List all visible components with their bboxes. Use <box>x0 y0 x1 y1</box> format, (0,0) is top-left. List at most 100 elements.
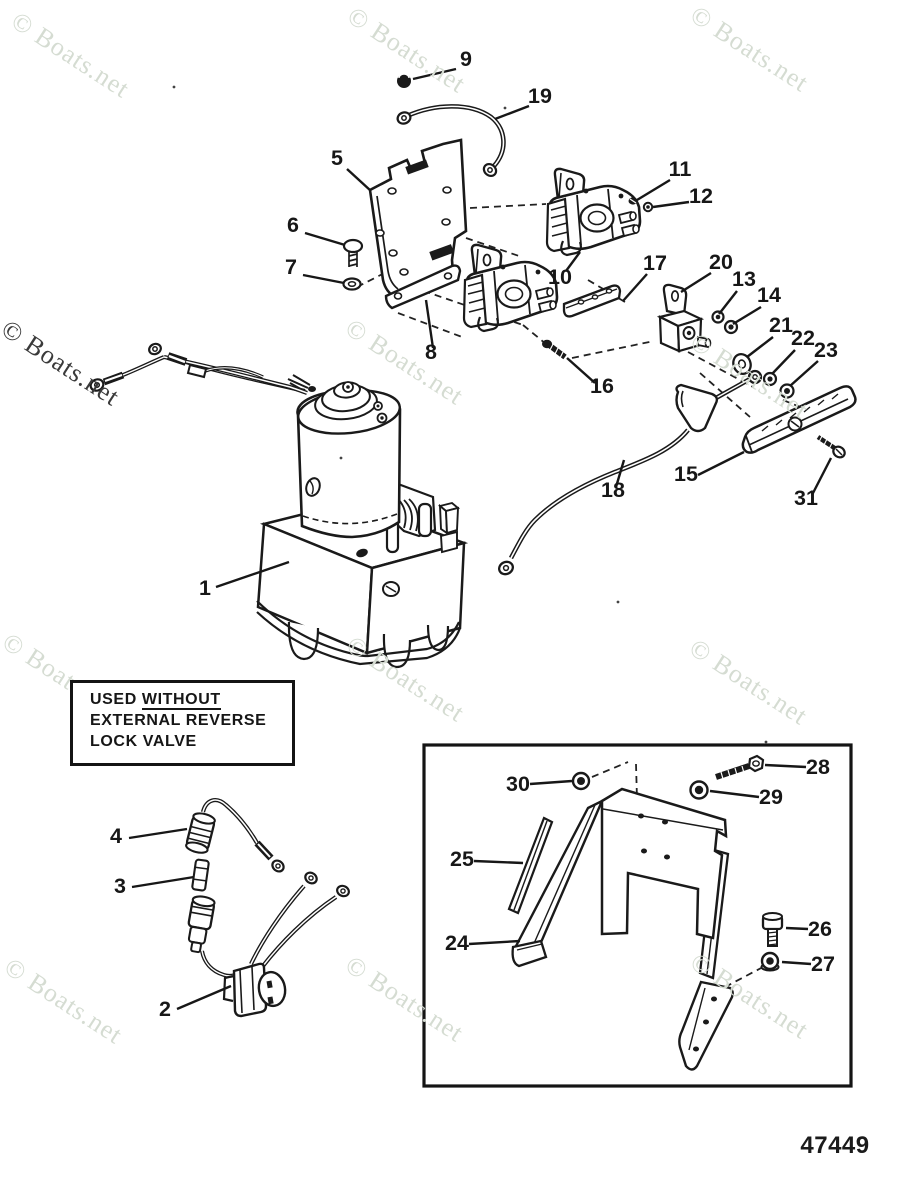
callout-number-30: 30 <box>506 772 530 796</box>
callout-number-1: 1 <box>199 576 211 600</box>
callout-number-8: 8 <box>425 340 437 364</box>
screw-part26 <box>761 912 784 947</box>
leader-line-31 <box>810 457 833 496</box>
sender-cable-part18 <box>498 369 763 576</box>
drawing-number: 47449 <box>800 1132 870 1159</box>
callout-number-6: 6 <box>287 213 299 237</box>
leader-line-9 <box>412 67 457 81</box>
leader-line-1 <box>215 560 290 589</box>
callout-number-13: 13 <box>732 267 756 291</box>
callout-number-7: 7 <box>285 255 297 279</box>
note-line-1: USED WITHOUT <box>90 689 292 710</box>
leader-line-25 <box>473 859 524 865</box>
switch-bracket-part20 <box>656 283 712 353</box>
leader-line-22 <box>771 349 796 375</box>
leader-line-24 <box>468 939 521 946</box>
strap-part17 <box>562 284 622 318</box>
note-word-without: WITHOUT <box>141 691 221 710</box>
bracket-part24 <box>511 787 734 1071</box>
leader-line-16 <box>566 357 596 384</box>
leader-line-18 <box>614 459 626 488</box>
nut-part9 <box>397 73 411 88</box>
mounting-plate-part5 <box>368 138 468 299</box>
callout-number-3: 3 <box>114 874 126 898</box>
leader-line-27 <box>781 960 812 966</box>
pump-assembly-part1 <box>256 374 469 669</box>
leader-line-5 <box>346 168 372 192</box>
leader-line-30 <box>529 779 573 786</box>
callout-number-15: 15 <box>674 462 698 486</box>
nut-part11 <box>628 197 638 205</box>
inset-box <box>422 743 853 1088</box>
solenoid-lower <box>462 243 559 333</box>
nut-part29 <box>689 780 709 800</box>
leader-line-10 <box>565 251 581 272</box>
leader-line-13 <box>718 290 738 315</box>
callout-number-23: 23 <box>814 338 838 362</box>
bolt-part16 <box>542 339 567 360</box>
fuse-holder-part4 <box>185 812 216 854</box>
callout-number-11: 11 <box>669 157 692 181</box>
callout-number-28: 28 <box>806 755 830 779</box>
leader-line-28 <box>764 763 807 769</box>
print-specks <box>172 85 768 744</box>
callout-number-21: 21 <box>769 313 793 337</box>
bolt-part31 <box>816 435 846 459</box>
leader-line-11 <box>636 178 671 202</box>
leader-line-8 <box>424 299 435 349</box>
callout-number-12: 12 <box>689 184 713 208</box>
leader-line-2 <box>176 984 232 1011</box>
leader-line-15 <box>697 450 745 477</box>
bolt-part28 <box>715 754 765 780</box>
note-box: USED WITHOUT EXTERNAL REVERSE LOCK VALVE <box>70 680 295 766</box>
leader-line-29 <box>709 789 760 799</box>
washer-part21 <box>732 353 752 375</box>
callout-number-31: 31 <box>794 486 818 510</box>
solenoid-upper <box>545 167 642 257</box>
washer-part7 <box>342 277 362 291</box>
callout-number-10: 10 <box>548 265 572 289</box>
note-word-used: USED <box>90 691 137 708</box>
leader-line-23 <box>789 360 819 387</box>
leader-line-6 <box>304 231 346 247</box>
pump-harness <box>89 342 308 395</box>
callout-number-17: 17 <box>643 251 667 275</box>
leader-line-26 <box>785 926 809 931</box>
nut-part12 <box>642 201 654 213</box>
leader-line-17 <box>622 273 648 302</box>
fuse-lead-wire <box>200 798 285 873</box>
callout-number-2: 2 <box>159 997 171 1021</box>
callout-number-25: 25 <box>450 847 474 871</box>
callout-number-27: 27 <box>811 952 835 976</box>
leader-line-14 <box>732 305 762 326</box>
fuse-part3 <box>191 858 210 892</box>
nut-part13 <box>711 310 725 324</box>
leader-line-7 <box>302 273 345 285</box>
link-bar-part8 <box>384 264 462 310</box>
callout-number-14: 14 <box>757 283 781 307</box>
callout-number-18: 18 <box>601 478 625 502</box>
anchor-plate-part15 <box>741 385 857 454</box>
callout-number-16: 16 <box>590 374 614 398</box>
callout-number-5: 5 <box>331 146 343 170</box>
screw-part6 <box>342 238 364 267</box>
leader-line-3 <box>131 875 195 889</box>
leader-line-12 <box>652 200 690 209</box>
callout-number-9: 9 <box>460 47 472 71</box>
leader-line-20 <box>680 271 712 294</box>
fuse-holder-lower <box>187 895 216 954</box>
nut-part27 <box>760 951 780 972</box>
leader-line-4 <box>128 827 188 840</box>
nut-part23 <box>779 383 795 399</box>
callout-number-24: 24 <box>445 931 469 955</box>
leader-line-21 <box>746 336 774 358</box>
jumper-cable-part19 <box>396 104 506 178</box>
note-line-3: LOCK VALVE <box>90 733 197 750</box>
callout-number-4: 4 <box>110 824 122 848</box>
leader-line-19 <box>494 104 530 121</box>
connector-part2 <box>200 871 350 1018</box>
callout-number-22: 22 <box>791 326 815 350</box>
